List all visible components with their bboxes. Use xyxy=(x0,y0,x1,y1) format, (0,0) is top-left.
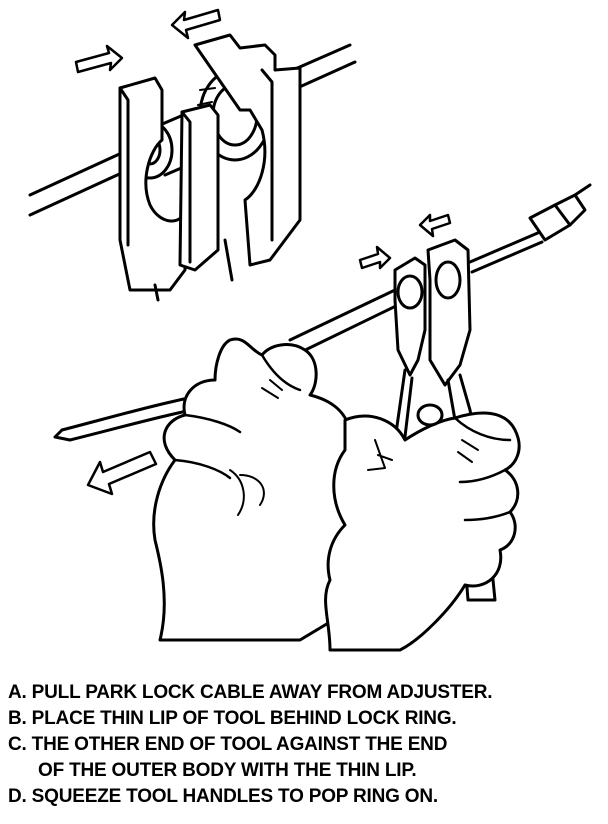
instruction-step-c-line1: C. THE OTHER END OF TOOL AGAINST THE END xyxy=(8,734,448,755)
arrow-left-main xyxy=(418,213,452,238)
detail-view xyxy=(28,8,357,302)
arrow-left-detail xyxy=(170,8,222,40)
instruction-list: A. PULL PARK LOCK CABLE AWAY FROM ADJUST… xyxy=(8,680,600,810)
instruction-step-c: C. THE OTHER END OF TOOL AGAINST THE END… xyxy=(8,732,600,784)
tool-jaw-front xyxy=(118,76,187,292)
instruction-step-a: A. PULL PARK LOCK CABLE AWAY FROM ADJUST… xyxy=(8,682,493,703)
instruction-step-c-line2: OF THE OUTER BODY WITH THE THIN LIP. xyxy=(38,760,417,781)
arrow-right-main xyxy=(358,245,392,270)
tool-jaw-back xyxy=(193,33,302,267)
arrow-pull-cable xyxy=(86,450,158,496)
tool-jaw-inner xyxy=(178,103,220,272)
right-hand xyxy=(324,411,521,652)
cable-detail xyxy=(28,43,357,217)
tool-usage-illustration xyxy=(28,8,592,652)
instruction-step-d: D. SQUEEZE TOOL HANDLES TO POP RING ON. xyxy=(8,786,438,807)
arrow-right-detail xyxy=(74,44,124,74)
instruction-step-b: B. PLACE THIN LIP OF TOOL BEHIND LOCK RI… xyxy=(8,708,457,729)
cable-main xyxy=(288,230,544,357)
main-view xyxy=(53,183,592,652)
